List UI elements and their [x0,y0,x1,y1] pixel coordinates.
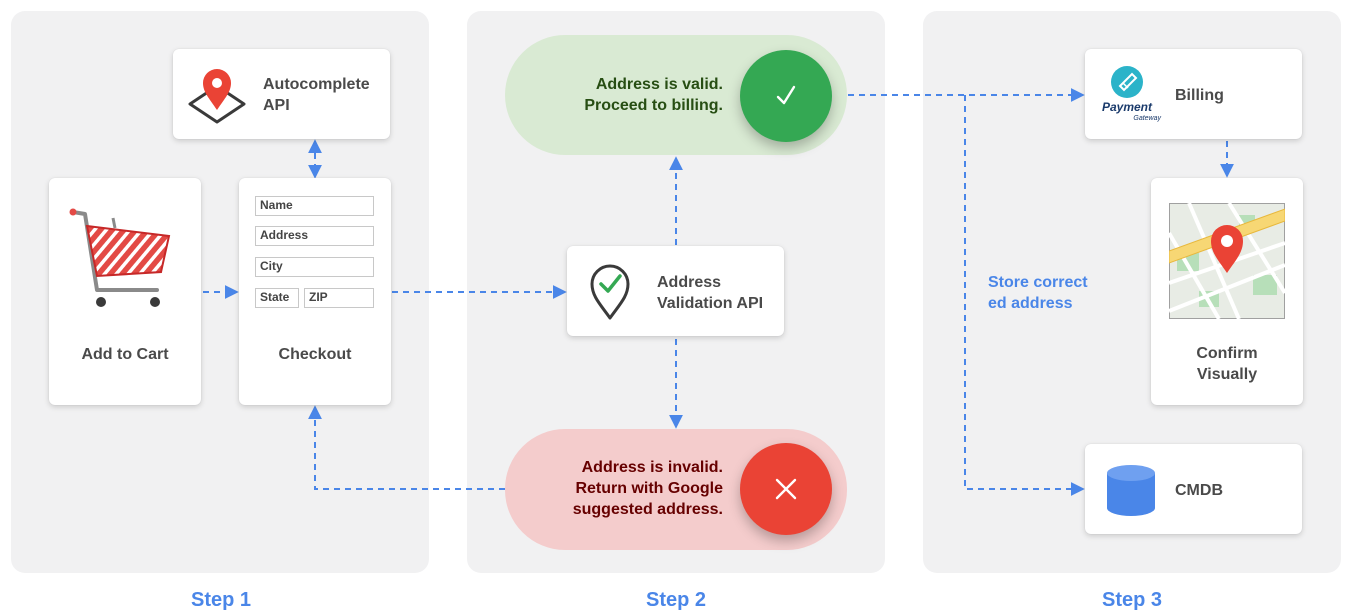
database-icon [1107,465,1155,516]
step-2-label: Step 2 [645,589,707,611]
payment-gateway-logo: Payment Gateway [1097,65,1161,127]
address-valid-pill: Address is valid. Proceed to billing. [505,35,847,155]
zip-field[interactable]: ZIP [304,288,374,308]
map-pin-icon [188,69,246,124]
confirm-visually-label: Confirm Visually [1196,345,1258,383]
shopping-cart-icon [69,208,171,307]
checkout-card: Name Address City State ZIP Checkout [239,178,391,405]
address-valid-text: Address is valid. Proceed to billing. [584,76,723,114]
gateway-logo-word: Gateway [1133,115,1161,122]
autocomplete-title: Autocomplete API [263,76,370,114]
address-validation-api-card: Address Validation API [567,246,784,336]
cmdb-card: CMDB [1085,444,1302,534]
address-field[interactable]: Address [255,226,374,246]
billing-card: Payment Gateway Billing [1085,49,1302,139]
confirm-visually-card: Confirm Visually [1151,178,1303,405]
address-validation-title: Address Validation API [657,274,764,312]
store-address-label: Store correct ed address [988,274,1088,312]
address-invalid-text: Address is invalid. Return with Google s… [572,459,723,518]
autocomplete-api-card: Autocomplete API [173,49,390,139]
name-field[interactable]: Name [255,196,374,216]
add-to-cart-card: Add to Cart [49,178,201,405]
address-invalid-pill: Address is invalid. Return with Google s… [505,429,847,550]
add-to-cart-label: Add to Cart [81,346,169,363]
check-icon [776,85,796,105]
checkout-label: Checkout [278,346,352,363]
billing-label: Billing [1175,87,1224,104]
city-field[interactable]: City [255,257,374,277]
invalid-x-circle [740,443,832,535]
map-thumbnail-icon [1169,203,1285,319]
step-3-label: Step 3 [1101,589,1163,611]
cmdb-label: CMDB [1175,482,1223,499]
payment-logo-word: Payment [1101,100,1153,114]
check-pin-icon [590,264,630,320]
valid-check-circle [740,50,832,142]
state-field[interactable]: State [255,288,299,308]
payment-gateway-icon [1111,66,1143,98]
close-icon [775,478,797,500]
step-1-label: Step 1 [190,589,252,611]
